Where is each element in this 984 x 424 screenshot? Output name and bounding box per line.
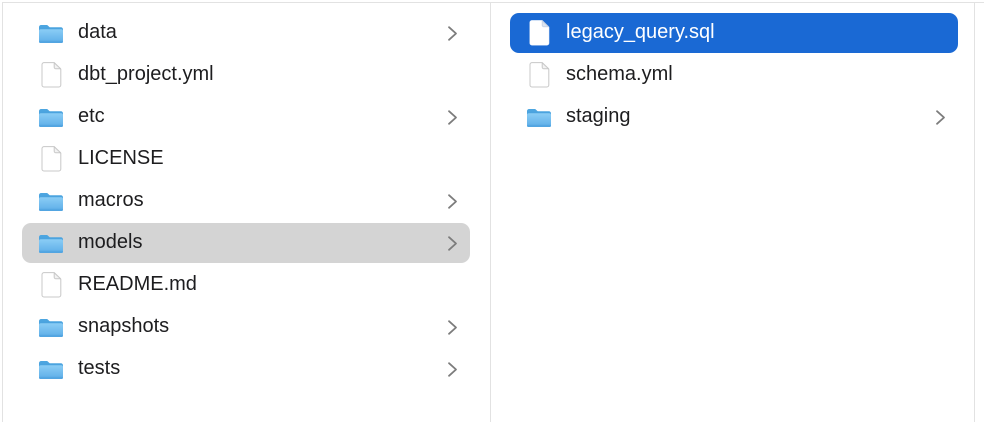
item-label: macros [78, 189, 144, 211]
item-label: models [78, 231, 143, 253]
chevron-right-icon [447, 109, 458, 126]
file-icon [38, 62, 64, 88]
folder-icon [526, 104, 552, 130]
column-children: legacy_query.sql schema.yml staging [491, 3, 975, 422]
item-label: etc [78, 105, 105, 127]
list-item-data[interactable]: data [22, 13, 470, 53]
item-label: snapshots [78, 315, 170, 337]
file-icon [526, 20, 552, 46]
list-item-license[interactable]: LICENSE [22, 139, 470, 179]
list-item-models[interactable]: models [22, 223, 470, 263]
file-list: legacy_query.sql schema.yml staging [491, 13, 974, 137]
folder-icon [38, 104, 64, 130]
item-label: data [78, 21, 117, 43]
list-item-readme-md[interactable]: README.md [22, 265, 470, 305]
chevron-right-icon [447, 361, 458, 378]
list-item-schema-yml[interactable]: schema.yml [510, 55, 958, 95]
column-parent: data dbt_project.yml etc LICENSE [3, 3, 491, 422]
item-label: schema.yml [566, 63, 673, 85]
folder-icon [38, 188, 64, 214]
chevron-right-icon [447, 319, 458, 336]
item-label: README.md [78, 273, 197, 295]
list-item-legacy-query-sql[interactable]: legacy_query.sql [510, 13, 958, 53]
file-icon [38, 272, 64, 298]
item-label: dbt_project.yml [78, 63, 214, 85]
list-item-tests[interactable]: tests [22, 349, 470, 389]
file-icon [38, 146, 64, 172]
list-item-snapshots[interactable]: snapshots [22, 307, 470, 347]
item-label: staging [566, 105, 631, 127]
chevron-right-icon [447, 235, 458, 252]
list-item-dbt-project-yml[interactable]: dbt_project.yml [22, 55, 470, 95]
chevron-right-icon [447, 25, 458, 42]
folder-icon [38, 314, 64, 340]
item-label: LICENSE [78, 147, 164, 169]
list-item-macros[interactable]: macros [22, 181, 470, 221]
chevron-right-icon [447, 193, 458, 210]
file-list: data dbt_project.yml etc LICENSE [3, 13, 490, 389]
list-item-etc[interactable]: etc [22, 97, 470, 137]
folder-icon [38, 20, 64, 46]
file-icon [526, 62, 552, 88]
chevron-right-icon [935, 109, 946, 126]
folder-icon [38, 356, 64, 382]
list-item-staging[interactable]: staging [510, 97, 958, 137]
item-label: tests [78, 357, 121, 379]
folder-icon [38, 230, 64, 256]
item-label: legacy_query.sql [566, 21, 715, 43]
